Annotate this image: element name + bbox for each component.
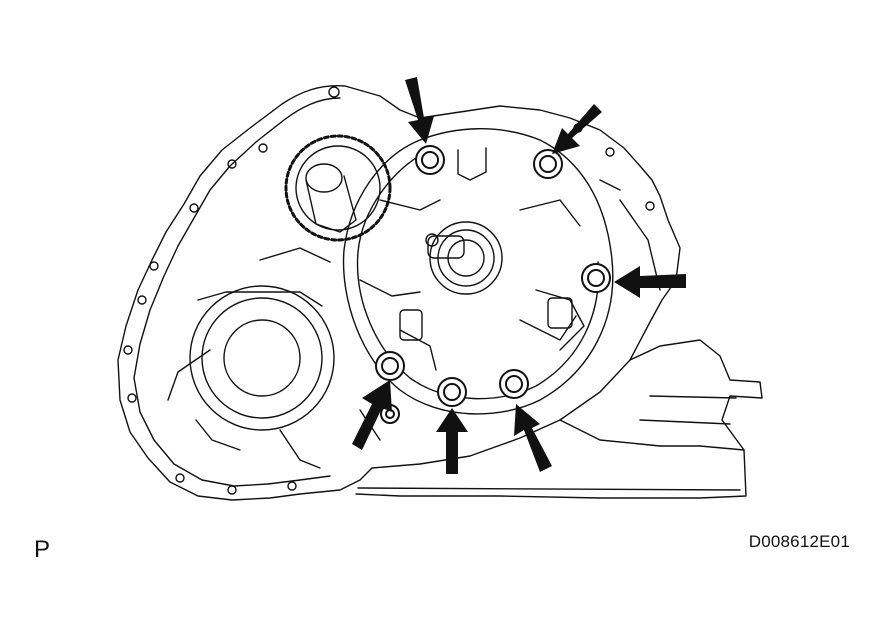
rear-cover bbox=[342, 128, 614, 415]
right-housing-top bbox=[629, 339, 763, 451]
case-flange-inner bbox=[133, 97, 341, 487]
case-outline bbox=[117, 84, 681, 501]
differential-bore bbox=[189, 285, 335, 451]
bolt-6 bbox=[375, 351, 405, 381]
arrow-bolt-3 bbox=[614, 266, 686, 298]
arrow-bolt-4 bbox=[514, 404, 552, 472]
bolt-1 bbox=[415, 145, 445, 175]
arrow-bolt-2 bbox=[552, 104, 602, 154]
idler-gear bbox=[284, 134, 392, 242]
right-housing-ridge-1 bbox=[649, 395, 737, 399]
view-letter: P bbox=[34, 536, 51, 563]
figure-code: D008612E01 bbox=[748, 532, 850, 551]
bolt-2 bbox=[533, 149, 563, 179]
arrow-bolt-6 bbox=[352, 380, 392, 450]
bolt-5 bbox=[437, 377, 467, 407]
callout-arrows bbox=[352, 77, 686, 474]
arrow-bolt-5 bbox=[436, 408, 468, 474]
right-housing bbox=[355, 419, 747, 499]
flange-holes bbox=[123, 86, 655, 495]
bolts bbox=[375, 145, 611, 424]
bolt-3 bbox=[581, 263, 611, 293]
arrow-bolt-1 bbox=[405, 77, 434, 144]
bottom-rail bbox=[357, 487, 741, 491]
right-housing-ridge-2 bbox=[639, 419, 731, 425]
case-ribs bbox=[167, 179, 661, 469]
bolt-7 bbox=[380, 404, 400, 424]
bolt-4 bbox=[499, 369, 529, 399]
